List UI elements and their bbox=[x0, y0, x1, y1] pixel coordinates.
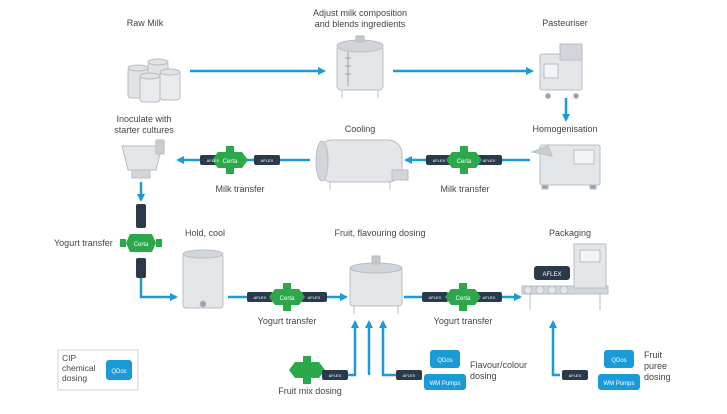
aflex-label-2b: AFLEX bbox=[483, 158, 496, 163]
label-milk-transfer-right: Milk transfer bbox=[440, 184, 490, 194]
certa-label-3: Certa bbox=[134, 242, 149, 248]
certa-pump-yogurt-vertical bbox=[120, 204, 162, 278]
label-milk-transfer-left: Milk transfer bbox=[215, 184, 265, 194]
certa-pump-fruit-mix bbox=[289, 356, 348, 384]
flow-arrows bbox=[137, 67, 570, 377]
label-yogurt-transfer-mid2: Yogurt transfer bbox=[433, 316, 493, 326]
cip-legend-box bbox=[57, 349, 139, 391]
label-yogurt-transfer-left: Yogurt transfer bbox=[54, 238, 113, 248]
arrow-yogurt-to-hold bbox=[139, 278, 178, 301]
aflex-label-5a: AFLEX bbox=[429, 295, 442, 300]
packaging-aflex-text: AFLEX bbox=[542, 272, 561, 278]
qdos-label-flavour: QDos bbox=[437, 358, 452, 364]
label-flavour-colour: Flavour/colour dosing bbox=[470, 360, 528, 381]
aflex-label-8: AFLEX bbox=[569, 373, 582, 378]
certa-label-2: Certa bbox=[457, 159, 472, 165]
qdos-badge-puree bbox=[598, 350, 640, 390]
aflex-label-7: AFLEX bbox=[403, 373, 416, 378]
certa-label-4: Certa bbox=[280, 296, 295, 302]
qdos-badge-cip bbox=[106, 360, 132, 380]
label-pasteuriser: Pasteuriser bbox=[542, 18, 588, 28]
label-inoculate: Inoculate with starter cultures bbox=[114, 114, 174, 135]
wm-pumps-label-puree: WM Pumps bbox=[603, 381, 634, 387]
raw-milk-churns-icon bbox=[127, 58, 181, 103]
aflex-label-2a: AFLEX bbox=[433, 158, 446, 163]
label-yogurt-transfer-mid1: Yogurt transfer bbox=[257, 316, 317, 326]
certa-pump-milk-right bbox=[426, 146, 502, 174]
inoculation-hopper-icon bbox=[121, 139, 165, 179]
certa-pump-milk-left bbox=[200, 146, 280, 174]
aflex-label-6: AFLEX bbox=[329, 373, 342, 378]
qdos-label-puree: QDos bbox=[611, 358, 626, 364]
label-raw-milk: Raw Milk bbox=[126, 18, 164, 28]
pasteuriser-icon bbox=[539, 43, 583, 99]
qdos-badge-flavour bbox=[424, 350, 466, 390]
cooling-tank-icon bbox=[315, 139, 409, 190]
fruit-dosing-tank-icon bbox=[349, 255, 403, 314]
label-fruit-mix: Fruit mix dosing bbox=[278, 386, 342, 396]
aflex-label-4a: AFLEX bbox=[254, 295, 267, 300]
label-adjust: Adjust milk composition and blends ingre… bbox=[312, 8, 408, 29]
certa-pump-yogurt-mid1 bbox=[247, 283, 327, 311]
wm-pumps-label-flavour: WM Pumps bbox=[429, 381, 460, 387]
arrow-puree-up bbox=[549, 320, 560, 377]
qdos-label-cip: QDos bbox=[111, 369, 126, 375]
aflex-label-4b: AFLEX bbox=[308, 295, 321, 300]
hose-flavour bbox=[396, 370, 422, 380]
arrow-flavour-up bbox=[379, 320, 398, 377]
aflex-label-1b: AFLEX bbox=[261, 158, 274, 163]
homogeniser-icon bbox=[530, 144, 601, 190]
label-fruit-puree: Fruit puree dosing bbox=[644, 350, 671, 382]
label-hold-cool: Hold, cool bbox=[184, 228, 226, 238]
certa-label-1: Certa bbox=[223, 159, 238, 165]
label-homogenisation: Homogenisation bbox=[532, 124, 598, 134]
label-cip: CIP chemical dosing bbox=[62, 353, 96, 383]
label-cooling: Cooling bbox=[344, 124, 376, 134]
aflex-label-5b: AFLEX bbox=[483, 295, 496, 300]
blending-tank-icon bbox=[336, 35, 384, 98]
label-fruit-flavouring: Fruit, flavouring dosing bbox=[334, 228, 426, 238]
certa-label-5: Certa bbox=[456, 296, 471, 302]
hold-tank-icon bbox=[182, 249, 224, 309]
aflex-label-1a: AFLEX bbox=[207, 158, 220, 163]
arrow-fruitmix-up bbox=[340, 320, 359, 377]
packaging-line-icon bbox=[521, 243, 609, 310]
label-packaging: Packaging bbox=[548, 228, 592, 238]
hose-puree bbox=[562, 370, 588, 380]
certa-pump-yogurt-mid2 bbox=[422, 283, 502, 311]
